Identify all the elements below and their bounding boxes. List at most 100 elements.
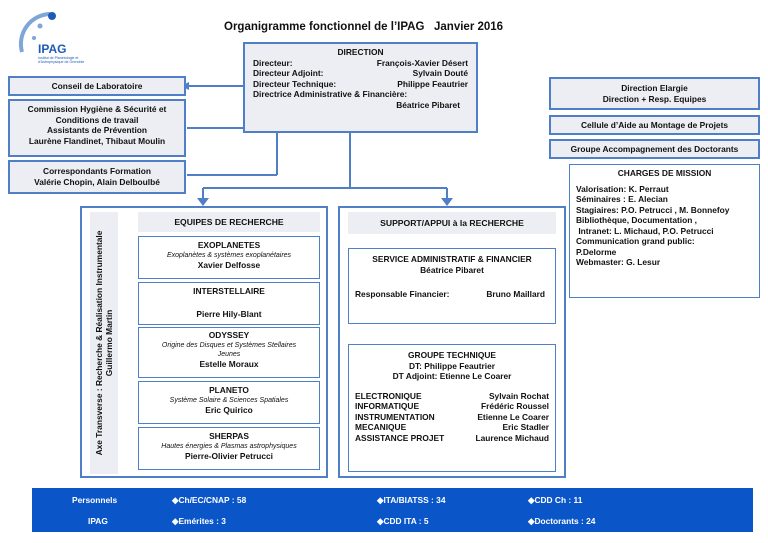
conseil-box: Conseil de Laboratoire bbox=[8, 76, 186, 96]
tech-row: ELECTRONIQUE Sylvain Rochat bbox=[355, 391, 549, 402]
tech-name: Eric Stadler bbox=[502, 422, 549, 432]
tech-unit: MECANIQUE bbox=[355, 422, 407, 432]
groupe-technique-box: GROUPE TECHNIQUE DT: Philippe Feautrier … bbox=[348, 344, 556, 472]
direction-name: Sylvain Douté bbox=[412, 68, 468, 78]
team-name: INTERSTELLAIRE bbox=[193, 286, 265, 296]
team-name: EXOPLANETES bbox=[197, 240, 261, 250]
axe-line: Axe Transverse : Recherche & Réalisation… bbox=[94, 230, 104, 456]
tech-dt: DT: Philippe Feautrier bbox=[408, 360, 496, 371]
charges-line: Communication grand public: bbox=[576, 236, 695, 246]
tech-name: Sylvain Rochat bbox=[488, 390, 549, 401]
tech-name: Frédéric Roussel bbox=[481, 401, 549, 411]
team-exoplanetes: EXOPLANETES Exoplanètes & systèmes exopl… bbox=[138, 236, 320, 279]
team-leader: Estelle Moraux bbox=[199, 358, 259, 369]
tech-row: INSTRUMENTATION Etienne Le Coarer bbox=[355, 412, 549, 423]
direction-admin-name: Béatrice Pibaret bbox=[396, 99, 460, 110]
footer-label-personnels: Personnels bbox=[72, 495, 118, 505]
formation-line: Valérie Chopin, Alain Delboulbé bbox=[34, 176, 160, 187]
team-leader: Xavier Delfosse bbox=[197, 259, 261, 270]
equipes-container: Axe Transverse : Recherche & Réalisation… bbox=[80, 206, 328, 478]
charges-line: Stagiaires: P.O. Petrucci , M. Bonnefoy bbox=[576, 204, 730, 215]
footer-stat: ◆Emérites : 3 bbox=[172, 516, 226, 526]
team-desc bbox=[139, 297, 319, 306]
tech-unit: ASSISTANCE PROJET bbox=[355, 432, 445, 443]
tech-row: ASSISTANCE PROJET Laurence Michaud bbox=[355, 433, 549, 444]
arrow-equipes bbox=[197, 198, 209, 206]
team-sherpas: SHERPAS Hautes énergies & Plasmas astrop… bbox=[138, 427, 320, 470]
page-title: Organigramme fonctionnel de l’IPAG Janvi… bbox=[224, 21, 504, 33]
axe-label: Axe Transverse : Recherche & Réalisation… bbox=[94, 213, 114, 473]
formation-line: Correspondants Formation bbox=[43, 166, 151, 176]
charges-line: P.Delorme bbox=[576, 246, 617, 257]
direction-row: Directeur Technique: Philippe Feautrier bbox=[253, 79, 468, 90]
team-desc: Exoplanètes & systèmes exoplanétaires bbox=[166, 251, 292, 259]
service-admin-box: SERVICE ADMINISTRATIF & FINANCIER Béatri… bbox=[348, 248, 556, 324]
tech-title: GROUPE TECHNIQUE bbox=[408, 350, 496, 360]
team-desc: Origine des Disques et Systèmes Stellair… bbox=[161, 341, 297, 358]
team-name: SHERPAS bbox=[209, 431, 249, 441]
team-desc: Hautes énergies & Plasmas astrophysiques bbox=[161, 442, 297, 450]
team-interstellaire: INTERSTELLAIRE Pierre Hily-Blant bbox=[138, 282, 320, 325]
support-heading: SUPPORT/APPUI à la RECHERCHE bbox=[348, 212, 556, 234]
footer-stat: ◆CDD ITA : 5 bbox=[377, 516, 429, 526]
direction-role: Directeur Adjoint: bbox=[253, 68, 324, 78]
direction-box: DIRECTION Directeur: François-Xavier Dése… bbox=[243, 42, 478, 133]
team-name: PLANETO bbox=[209, 385, 249, 395]
charges-box: CHARGES DE MISSION Valorisation: K. Perr… bbox=[569, 164, 760, 298]
team-leader: Pierre-Olivier Petrucci bbox=[185, 450, 273, 461]
resp-role: Responsable Financier: bbox=[355, 289, 450, 299]
resp-financier-row: Responsable Financier: Bruno Maillard bbox=[355, 289, 549, 300]
logo-arc-icon bbox=[18, 12, 56, 53]
formation-box: Correspondants Formation Valérie Chopin,… bbox=[8, 160, 186, 194]
tech-unit: INSTRUMENTATION bbox=[355, 411, 435, 422]
team-leader: Eric Quirico bbox=[205, 404, 253, 415]
tech-unit: INFORMATIQUE bbox=[355, 401, 420, 411]
charges-line: Séminaires : E. Alecian bbox=[576, 194, 668, 204]
tech-name: Etienne Le Coarer bbox=[477, 411, 549, 422]
footer-label-ipag: IPAG bbox=[88, 516, 108, 526]
cellule-box: Cellule d’Aide au Montage de Projets bbox=[549, 115, 760, 135]
direction-row: Directeur Adjoint: Sylvain Douté bbox=[253, 68, 468, 79]
direction-admin-role: Directrice Administrative & Financière: bbox=[253, 89, 408, 99]
charges-line: Webmaster: G. Lesur bbox=[576, 257, 661, 267]
resp-name: Bruno Maillard bbox=[486, 289, 545, 299]
tech-name: Laurence Michaud bbox=[475, 432, 549, 443]
footer-stat: ◆CDD Ch : 11 bbox=[528, 495, 583, 505]
team-name: ODYSSEY bbox=[208, 330, 250, 340]
footer-bar: Personnels IPAG ◆Ch/EC/CNAP : 58 ◆ITA/BI… bbox=[32, 488, 753, 532]
tech-row: INFORMATIQUE Frédéric Roussel bbox=[355, 401, 549, 412]
arrow-support bbox=[441, 198, 453, 206]
tech-unit: ELECTRONIQUE bbox=[355, 390, 422, 401]
direction-role: Directeur: bbox=[253, 57, 293, 68]
tech-dt-adjoint: DT Adjoint: Etienne Le Coarer bbox=[392, 371, 512, 381]
direction-name: François-Xavier Désert bbox=[376, 57, 468, 68]
hygiene-box: Commission Hygiène & Sécurité et Conditi… bbox=[8, 99, 186, 157]
charges-heading: CHARGES DE MISSION bbox=[617, 168, 712, 178]
tech-row: MECANIQUE Eric Stadler bbox=[355, 422, 549, 433]
direction-name: Philippe Feautrier bbox=[397, 78, 468, 89]
logo-subtitle: Institut de Planétologie et d'Astrophysi… bbox=[38, 56, 85, 64]
footer-stat: ◆Doctorants : 24 bbox=[528, 516, 596, 526]
direction-role: Directeur Technique: bbox=[253, 78, 337, 89]
axe-line: Guillermo Martin bbox=[104, 309, 114, 377]
charges-line: Bibliothèque, Documentation , bbox=[576, 215, 697, 225]
team-leader: Pierre Hily-Blant bbox=[196, 308, 262, 319]
hygiene-line: Conditions de travail bbox=[55, 114, 139, 125]
service-title: SERVICE ADMINISTRATIF & FINANCIER bbox=[372, 254, 532, 264]
equipes-heading: EQUIPES DE RECHERCHE bbox=[138, 212, 320, 232]
footer-stat: ◆Ch/EC/CNAP : 58 bbox=[172, 495, 247, 505]
footer-stat: ◆ITA/BIATSS : 34 bbox=[377, 495, 446, 505]
logo-acronym: IPAG bbox=[38, 42, 67, 56]
elargie-line: Direction + Resp. Equipes bbox=[602, 93, 707, 104]
team-odyssey: ODYSSEY Origine des Disques et Systèmes … bbox=[138, 327, 320, 378]
ipag-logo: IPAG Institut de Planétologie et d'Astro… bbox=[14, 8, 94, 68]
team-planeto: PLANETO Système Solaire & Sciences Spati… bbox=[138, 381, 320, 424]
axe-box: Axe Transverse : Recherche & Réalisation… bbox=[90, 212, 118, 474]
direction-elargie-box: Direction Elargie Direction + Resp. Equi… bbox=[549, 77, 760, 110]
team-desc: Système Solaire & Sciences Spatiales bbox=[169, 396, 289, 404]
charges-line: Intranet: L. Michaud, P.O. Petrucci bbox=[576, 225, 714, 236]
direction-heading: DIRECTION bbox=[337, 47, 384, 57]
service-name: Béatrice Pibaret bbox=[420, 264, 484, 275]
groupe-doctorants-box: Groupe Accompagnement des Doctorants bbox=[549, 139, 760, 159]
direction-row: Directeur: François-Xavier Désert bbox=[253, 58, 468, 69]
